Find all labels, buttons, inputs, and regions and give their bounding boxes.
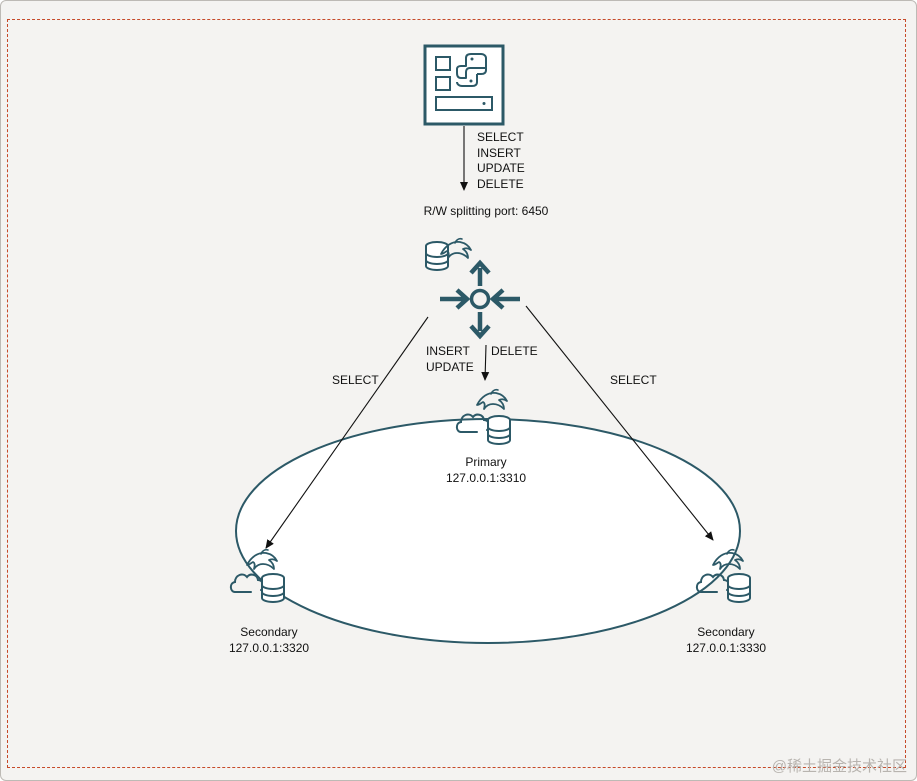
primary-node-label: Primary 127.0.0.1:3310 [446, 455, 526, 486]
secondary-left-role: Secondary [240, 625, 298, 639]
mysql-router-icon [425, 237, 520, 340]
left-read-label: SELECT [332, 373, 379, 387]
client-op-insert: INSERT [477, 145, 521, 160]
python-application-icon [423, 44, 505, 126]
client-op-select: SELECT [477, 130, 524, 144]
secondary-right-role: Secondary [697, 625, 755, 639]
primary-role: Primary [465, 455, 507, 469]
client-op-update: UPDATE [477, 161, 525, 175]
right-read-label: SELECT [610, 373, 657, 387]
secondary-right-node-label: Secondary 127.0.0.1:3330 [686, 625, 766, 656]
secondary-left-node-label: Secondary 127.0.0.1:3320 [229, 625, 309, 656]
write-ops-list: INSERT UPDATE [426, 344, 474, 375]
primary-address: 127.0.0.1:3310 [445, 470, 527, 485]
router-port-label: R/W splitting port: 6450 [423, 204, 549, 218]
client-ops-list: SELECT INSERT UPDATE DELETE [477, 130, 525, 192]
watermark-text: @稀土掘金技术社区 [771, 758, 907, 775]
secondary-left-address: 127.0.0.1:3320 [228, 640, 310, 655]
dashed-boundary [7, 19, 906, 768]
write-op-insert: INSERT [426, 344, 470, 358]
write-op-update: UPDATE [426, 359, 474, 374]
router-to-primary-arrow [481, 344, 490, 381]
cluster-ring [235, 418, 741, 644]
write-op-delete: DELETE [491, 344, 538, 358]
router-to-secondary-left-arrow [265, 316, 429, 549]
secondary-right-address: 127.0.0.1:3330 [685, 640, 767, 655]
router-to-secondary-right-arrow [525, 305, 714, 541]
client-op-delete: DELETE [477, 176, 524, 191]
